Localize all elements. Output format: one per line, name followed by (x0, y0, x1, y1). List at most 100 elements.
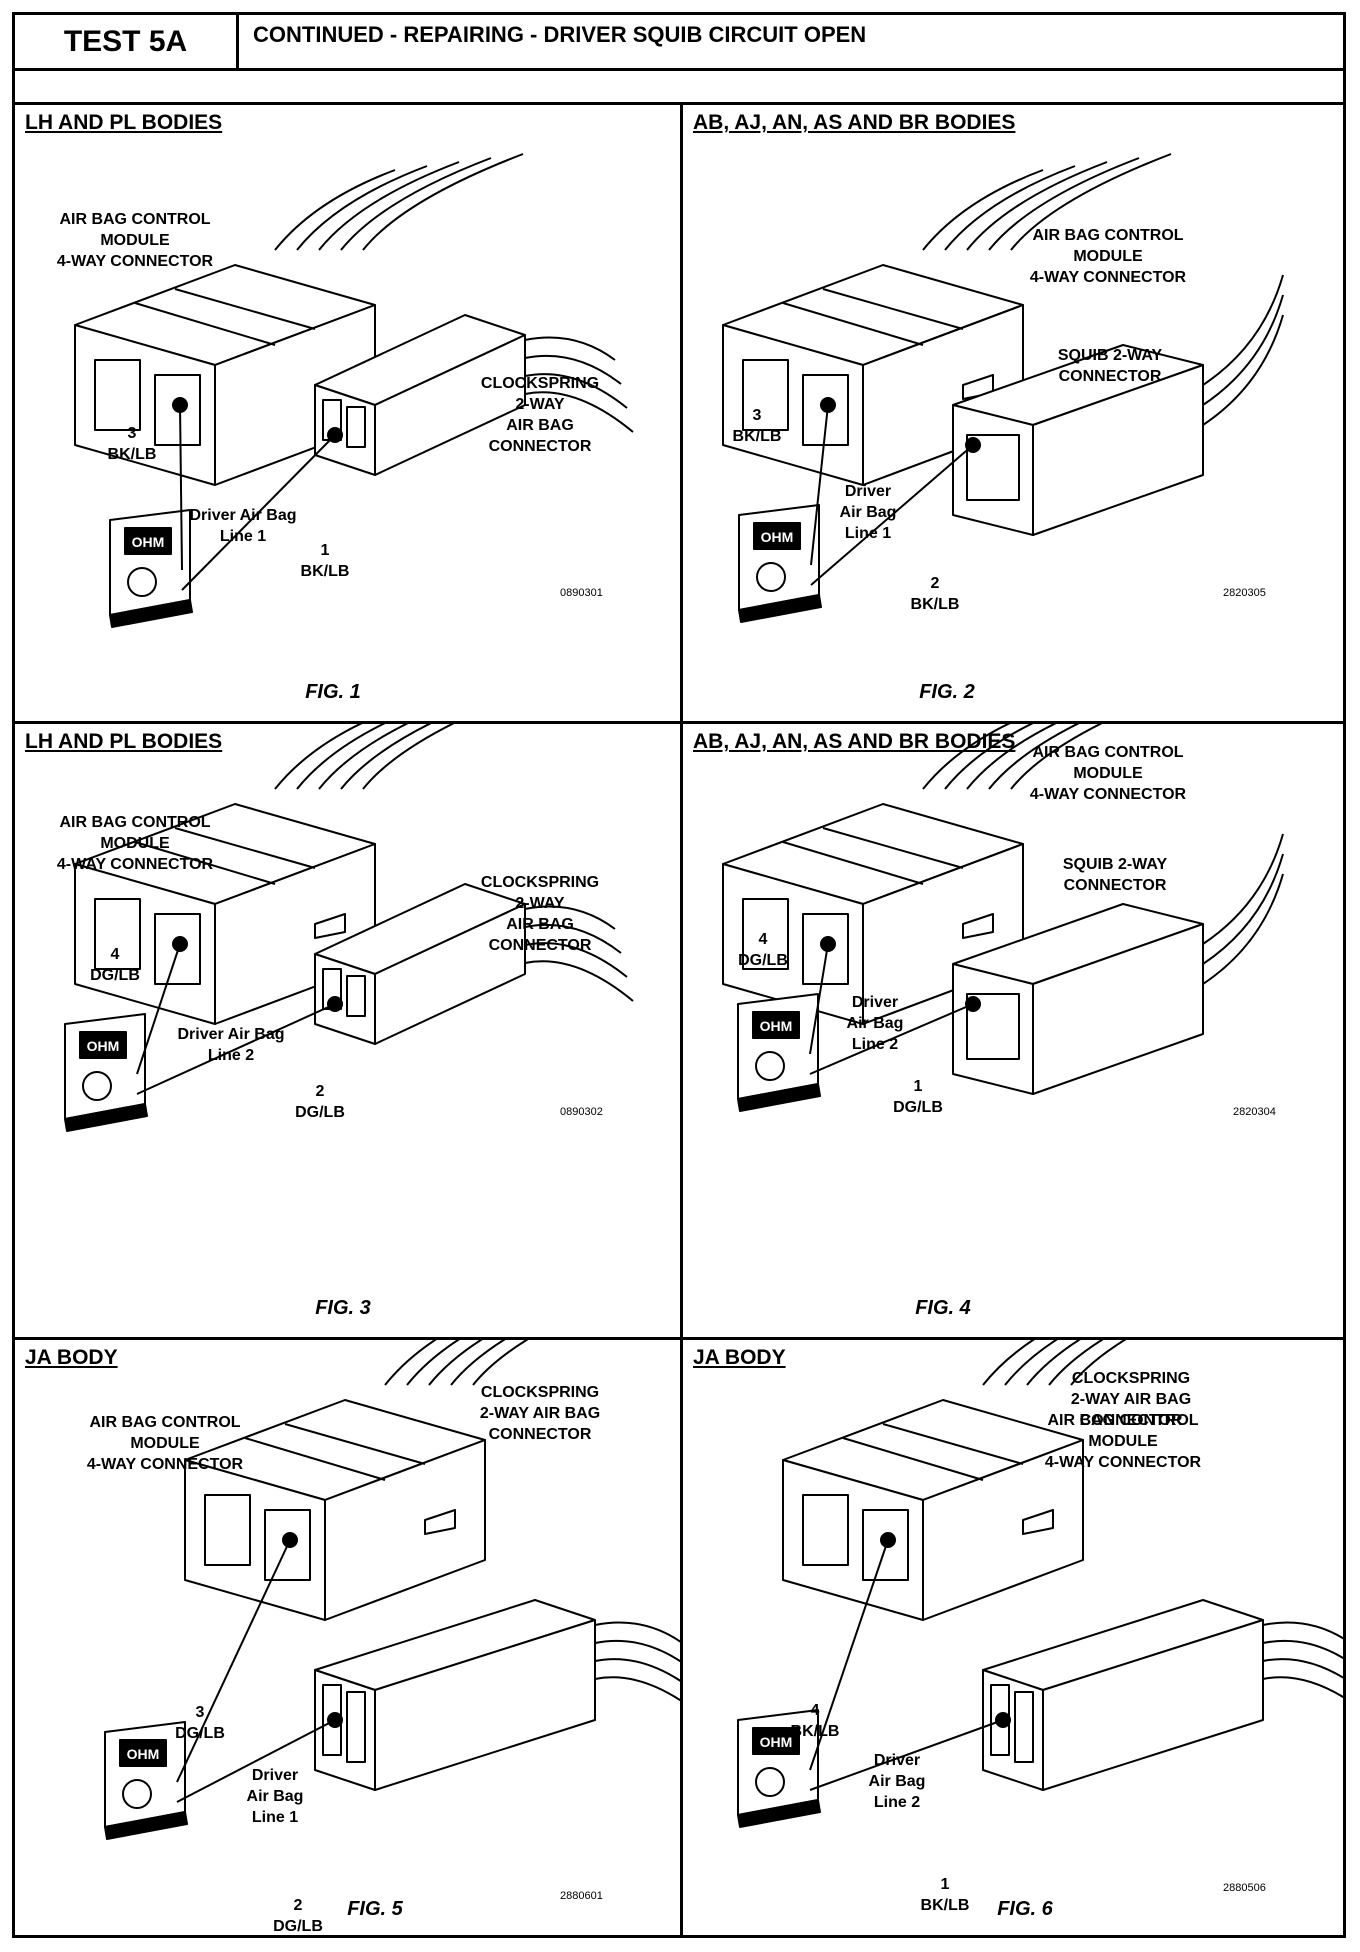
module-connector-label-line: MODULE (1073, 765, 1143, 782)
target-pin-label-line: BK/LB (300, 563, 350, 580)
connector-diagram: OHM (737, 1340, 1343, 1828)
module-pin-label-line: 4 (810, 1702, 820, 1719)
circuit-line-label-line: Driver (251, 1767, 299, 1784)
test-label: TEST 5A (15, 15, 239, 68)
circuit-line-label-line: Driver Air Bag (189, 507, 297, 524)
circuit-line-label-line: Line 2 (851, 1036, 899, 1053)
connector-diagram: OHM (722, 153, 1284, 623)
circuit-line-label-line: Driver (851, 994, 899, 1011)
figure-code: 2880506 (1223, 1882, 1266, 1894)
module-pin-label-line: 4 (110, 946, 120, 963)
circuit-line-label-line: Line 1 (251, 1809, 299, 1826)
figure-panel-5: OHM JA BODY AIR BAG CONTROL MODULE 4-WAY CON… (15, 1340, 680, 1938)
target-connector-label-line: AIR BAG (506, 417, 574, 434)
module-connector-label-line: 4-WAY CONNECTOR (1044, 1454, 1202, 1471)
module-connector-label-line: 4-WAY CONNECTOR (86, 1456, 244, 1473)
target-connector-label-line: 2-WAY AIR BAG (1070, 1391, 1192, 1408)
module-connector-label-line: AIR BAG CONTROL (1032, 227, 1184, 244)
page-frame: TEST 5A CONTINUED - REPAIRING - DRIVER S… (12, 12, 1346, 1938)
target-connector-label: SQUIB 2-WAY CONNECTOR (1063, 854, 1167, 896)
figure-code: 2880601 (560, 1890, 603, 1902)
body-title: AB, AJ, AN, AS AND BR BODIES (693, 730, 1016, 753)
figure-code: 2820304 (1233, 1106, 1276, 1118)
figure-caption: FIG. 1 (305, 681, 361, 703)
module-pin-label-line: 3 (195, 1704, 205, 1721)
module-connector-label-line: MODULE (100, 835, 170, 852)
module-connector-label-line: AIR BAG CONTROL (59, 814, 211, 831)
module-pin-label-line: BK/LB (107, 446, 157, 463)
body-title: AB, AJ, AN, AS AND BR BODIES (693, 111, 1016, 134)
target-connector-label-line: SQUIB 2-WAY (1062, 856, 1168, 873)
target-pin-label-line: 1 (940, 1876, 950, 1893)
module-connector-label-line: 4-WAY CONNECTOR (1029, 269, 1187, 286)
circuit-line-label-line: Line 2 (873, 1794, 921, 1811)
module-connector-label-line: 4-WAY CONNECTOR (56, 856, 214, 873)
figure-caption: FIG. 2 (919, 681, 975, 703)
circuit-line-label-line: Air Bag (868, 1773, 926, 1790)
module-connector-label-line: AIR BAG CONTROL (1047, 1412, 1199, 1429)
target-pin-label-line: BK/LB (920, 1897, 970, 1914)
target-connector-label-line: 2-WAY (515, 396, 565, 413)
row-divider-1 (15, 721, 1343, 724)
circuit-line-label-line: Driver (844, 483, 892, 500)
module-pin-label-line: 3 (127, 425, 137, 442)
target-connector-label-line: AIR BAG (506, 916, 574, 933)
circuit-line-label-line: Line 1 (219, 528, 267, 545)
target-connector-label-line: CONNECTOR (488, 438, 592, 455)
module-connector-label-line: AIR BAG CONTROL (89, 1414, 241, 1431)
connector-diagram: OHM (104, 1340, 680, 1840)
body-title: JA BODY (25, 1346, 118, 1369)
module-connector-label-line: MODULE (1088, 1433, 1158, 1450)
module-connector-label-line: 4-WAY CONNECTOR (56, 253, 214, 270)
module-pin-label-line: BK/LB (732, 428, 782, 445)
page-title: CONTINUED - REPAIRING - DRIVER SQUIB CIR… (253, 22, 867, 47)
header: TEST 5A CONTINUED - REPAIRING - DRIVER S… (15, 15, 1343, 71)
figure-code: 0890302 (560, 1106, 603, 1118)
target-connector-label-line: CLOCKSPRING (480, 874, 600, 891)
meter-display-text: OHM (761, 529, 794, 545)
module-connector-label-line: AIR BAG CONTROL (59, 211, 211, 228)
target-connector-label-line: 2-WAY (515, 895, 565, 912)
meter-display-text: OHM (87, 1038, 120, 1054)
meter-display-text: OHM (760, 1018, 793, 1034)
circuit-line-label-line: Driver Air Bag (177, 1026, 285, 1043)
target-connector-label-line: 2-WAY AIR BAG (479, 1405, 601, 1422)
figure-caption: FIG. 3 (315, 1297, 371, 1319)
module-connector-label-line: MODULE (1073, 248, 1143, 265)
module-pin-label-line: DG/LB (90, 967, 140, 984)
module-pin-label-line: DG/LB (738, 952, 788, 969)
target-pin-label-line: DG/LB (273, 1918, 323, 1935)
target-connector-label-line: CONNECTOR (1058, 368, 1162, 385)
meter-display-text: OHM (127, 1746, 160, 1762)
figure-panel-2: OHM AB, AJ, AN, AS AND BR BODIES AIR BAG C… (683, 105, 1343, 721)
module-connector-label-line: MODULE (130, 1435, 200, 1452)
target-connector-label-line: CONNECTOR (1063, 877, 1167, 894)
target-pin-label-line: 2 (293, 1897, 303, 1914)
figure-code: 2820305 (1223, 587, 1266, 599)
target-pin-label-line: DG/LB (295, 1104, 345, 1121)
module-pin-label-line: DG/LB (175, 1725, 225, 1742)
figure-caption: FIG. 5 (347, 1898, 403, 1920)
connector-diagram: OHM (64, 724, 634, 1132)
circuit-line-label-line: Driver (873, 1752, 921, 1769)
